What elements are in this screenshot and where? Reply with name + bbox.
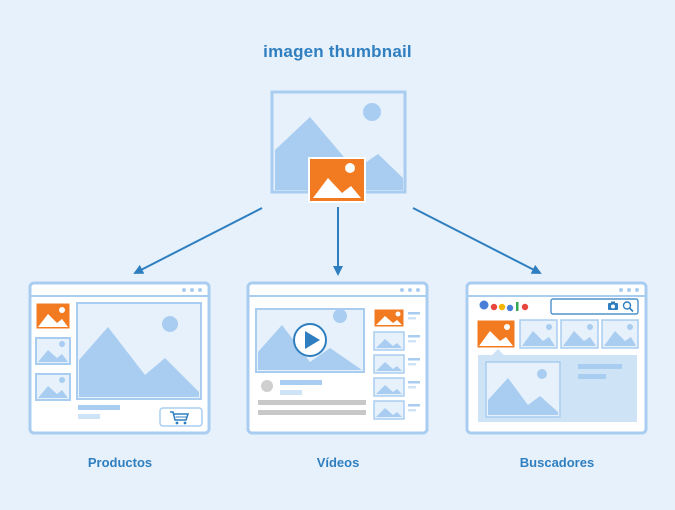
search-result-thumbnail (560, 319, 599, 349)
products-label: Productos (87, 455, 153, 470)
videos-label: Vídeos (316, 455, 360, 470)
video-thumbnail (373, 331, 420, 351)
product-thumbnail-orange (35, 302, 71, 330)
video-thumbnail (373, 354, 420, 374)
shopping-cart-icon (159, 407, 203, 427)
search-browser-window (465, 281, 648, 435)
search-engines-label: Buscadores (519, 455, 595, 470)
main-image-icon (270, 90, 407, 194)
camera-icon (608, 301, 618, 310)
arrow-to-products (133, 207, 263, 274)
search-icon (622, 301, 634, 313)
search-bar (550, 298, 639, 315)
thumbnail-icon (308, 157, 366, 203)
search-result-thumbnail-orange (476, 319, 516, 349)
arrow-to-search (412, 207, 542, 274)
videos-browser-window (246, 281, 429, 435)
video-thumbnail (373, 377, 420, 397)
search-result-thumbnail (519, 319, 558, 349)
play-icon (293, 323, 327, 357)
product-main-image (76, 302, 202, 400)
video-thumbnail-orange (373, 308, 420, 328)
search-preview-panel (478, 349, 637, 422)
diagram-title: imagen thumbnail (263, 42, 412, 61)
product-thumbnail (35, 337, 71, 365)
products-browser-window (28, 281, 211, 435)
search-engine-logo (479, 300, 529, 312)
search-result-thumbnail (601, 319, 639, 349)
product-thumbnail (35, 373, 71, 401)
video-thumbnail (373, 400, 420, 420)
avatar (261, 380, 273, 392)
